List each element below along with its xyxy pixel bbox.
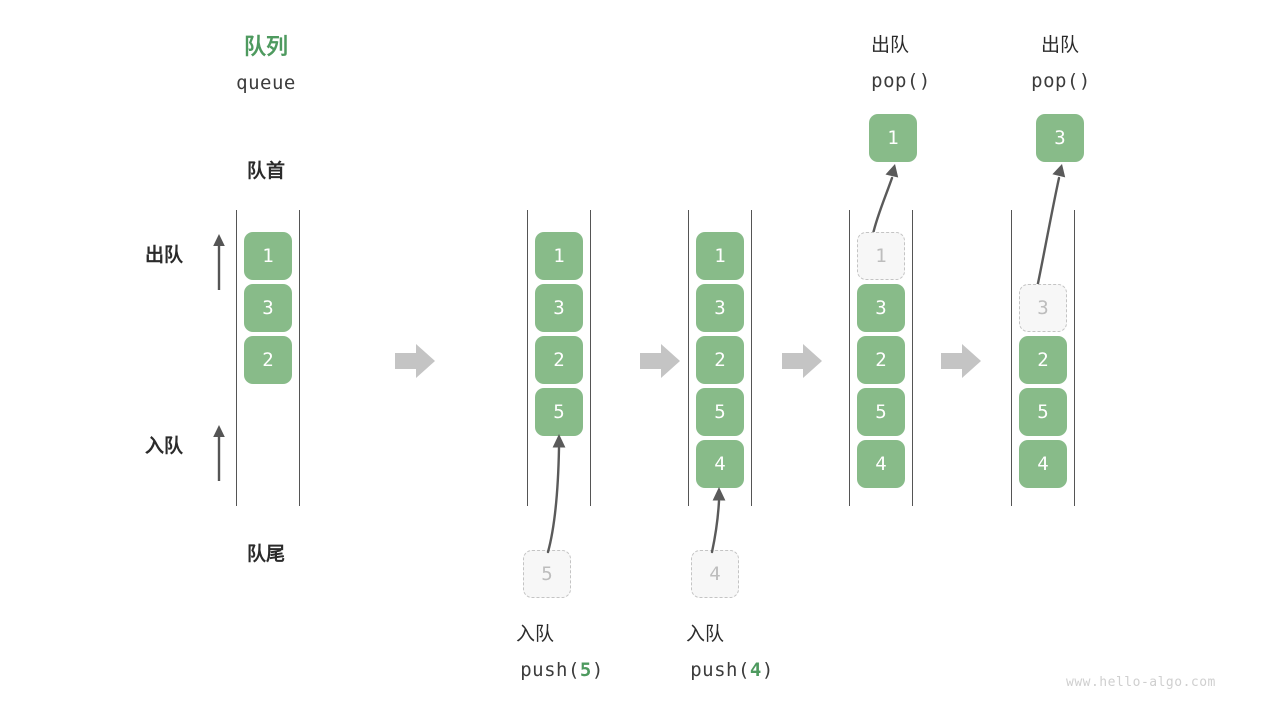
queue-cell: 5 [696,388,744,436]
push-caption-code: push(4) [690,659,774,681]
enqueue-up-arrow-icon [210,423,228,483]
queue-cell: 2 [535,336,583,384]
incoming-element-ghost: 4 [691,550,739,598]
queue-front-label: 队首 [246,161,286,182]
queue-rail-right [912,210,913,506]
queue-rail-right [299,210,300,506]
popped-element: 1 [869,114,917,162]
step-transition-arrow-icon [782,344,822,378]
enqueue-direction-label: 入队 [145,436,184,457]
queue-cell: 4 [857,440,905,488]
pop-caption-cn: 出队 [870,35,910,56]
push-caption-cn: 入队 [685,624,725,645]
pop-caption-code: pop() [1031,70,1091,92]
diagram-title-cn: 队列 [243,34,289,59]
queue-cell: 2 [857,336,905,384]
push-caption-value: 5 [579,659,592,681]
dequeue-direction-label: 出队 [145,245,184,266]
queue-cell: 3 [244,284,292,332]
push-motion-arrow-icon [690,483,760,555]
step-transition-arrow-icon [395,344,435,378]
pop-motion-arrow-icon [1015,160,1105,295]
diagram-title-en: queue [236,72,296,94]
queue-cell: 3 [696,284,744,332]
queue-cell: 2 [244,336,292,384]
queue-cell: 1 [244,232,292,280]
queue-cell: 4 [1019,440,1067,488]
queue-cell-removed: 1 [857,232,905,280]
queue-rear-label: 队尾 [246,544,286,565]
queue-cell: 5 [1019,388,1067,436]
step-transition-arrow-icon [640,344,680,378]
queue-cell: 5 [857,388,905,436]
push-motion-arrow-icon [520,430,600,555]
push-caption-code: push(5) [520,659,604,681]
queue-rail-left [688,210,689,506]
queue-rail-left [236,210,237,506]
queue-cell: 2 [1019,336,1067,384]
pop-motion-arrow-icon [855,160,935,240]
incoming-element-ghost: 5 [523,550,571,598]
queue-rail-left [527,210,528,506]
queue-cell-new: 5 [535,388,583,436]
queue-rail-right [751,210,752,506]
queue-cell: 2 [696,336,744,384]
queue-cell: 3 [857,284,905,332]
queue-cell-new: 4 [696,440,744,488]
queue-rail-left [849,210,850,506]
pop-caption-cn: 出队 [1040,35,1080,56]
queue-cell: 1 [535,232,583,280]
queue-cell-removed: 3 [1019,284,1067,332]
queue-rail-right [1074,210,1075,506]
step-transition-arrow-icon [941,344,981,378]
queue-cell: 3 [535,284,583,332]
push-caption-value: 4 [749,659,762,681]
dequeue-up-arrow-icon [210,232,228,292]
queue-rail-right [590,210,591,506]
push-caption-cn: 入队 [515,624,555,645]
watermark: www.hello-algo.com [1066,675,1216,690]
pop-caption-code: pop() [871,70,931,92]
queue-cell: 1 [696,232,744,280]
popped-element: 3 [1036,114,1084,162]
queue-rail-left [1011,210,1012,506]
